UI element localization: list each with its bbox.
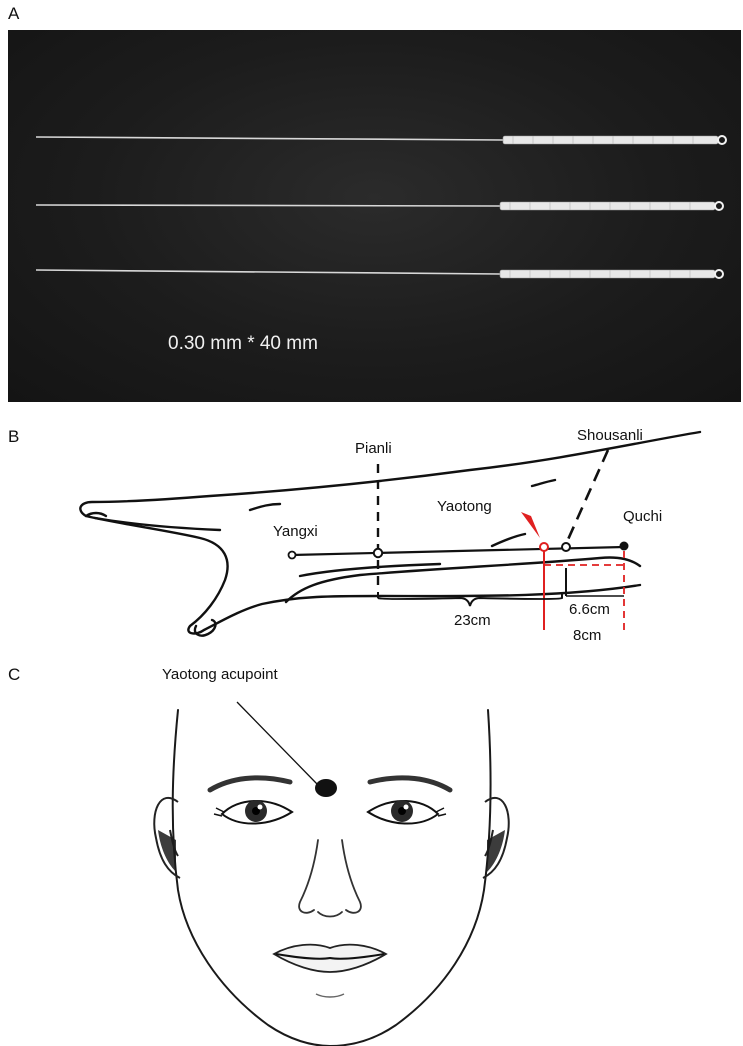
callout-leader-line xyxy=(237,702,318,785)
left-eye xyxy=(214,800,292,824)
face-outline xyxy=(173,710,491,1046)
panel-a-label: A xyxy=(8,4,19,24)
chin-line xyxy=(316,994,344,997)
needles-illustration xyxy=(8,30,741,402)
right-eye xyxy=(368,800,446,824)
needle xyxy=(36,136,726,144)
quchi-point xyxy=(620,542,629,551)
shousanli-dashed-line xyxy=(566,450,608,544)
distance-23cm-label: 23cm xyxy=(454,612,491,629)
yaotong-label: Yaotong xyxy=(437,498,492,515)
yangxi-label: Yangxi xyxy=(273,523,318,540)
mouth xyxy=(274,945,386,972)
needle-spec-label: 0.30 mm * 40 mm xyxy=(168,333,318,355)
yaotong-point xyxy=(540,543,548,551)
face-illustration xyxy=(0,680,743,1046)
quchi-label: Quchi xyxy=(623,508,662,525)
shousanli-label: Shousanli xyxy=(577,427,643,444)
shousanli-point xyxy=(562,543,570,551)
meridian-line xyxy=(292,547,624,555)
yaotong-acupoint-marker xyxy=(315,779,337,797)
pianli-label: Pianli xyxy=(355,440,392,457)
acupuncture-needles-photo xyxy=(8,30,741,402)
needle xyxy=(36,202,723,210)
ears xyxy=(154,798,508,878)
distance-8cm-label: 8cm xyxy=(573,627,601,644)
nose xyxy=(299,840,361,917)
pianli-point xyxy=(374,549,382,557)
needle xyxy=(36,270,723,278)
distance-6-6cm-label: 6.6cm xyxy=(569,601,610,618)
left-eyebrow xyxy=(210,778,290,790)
yangxi-point xyxy=(289,552,296,559)
right-eyebrow xyxy=(370,778,450,790)
